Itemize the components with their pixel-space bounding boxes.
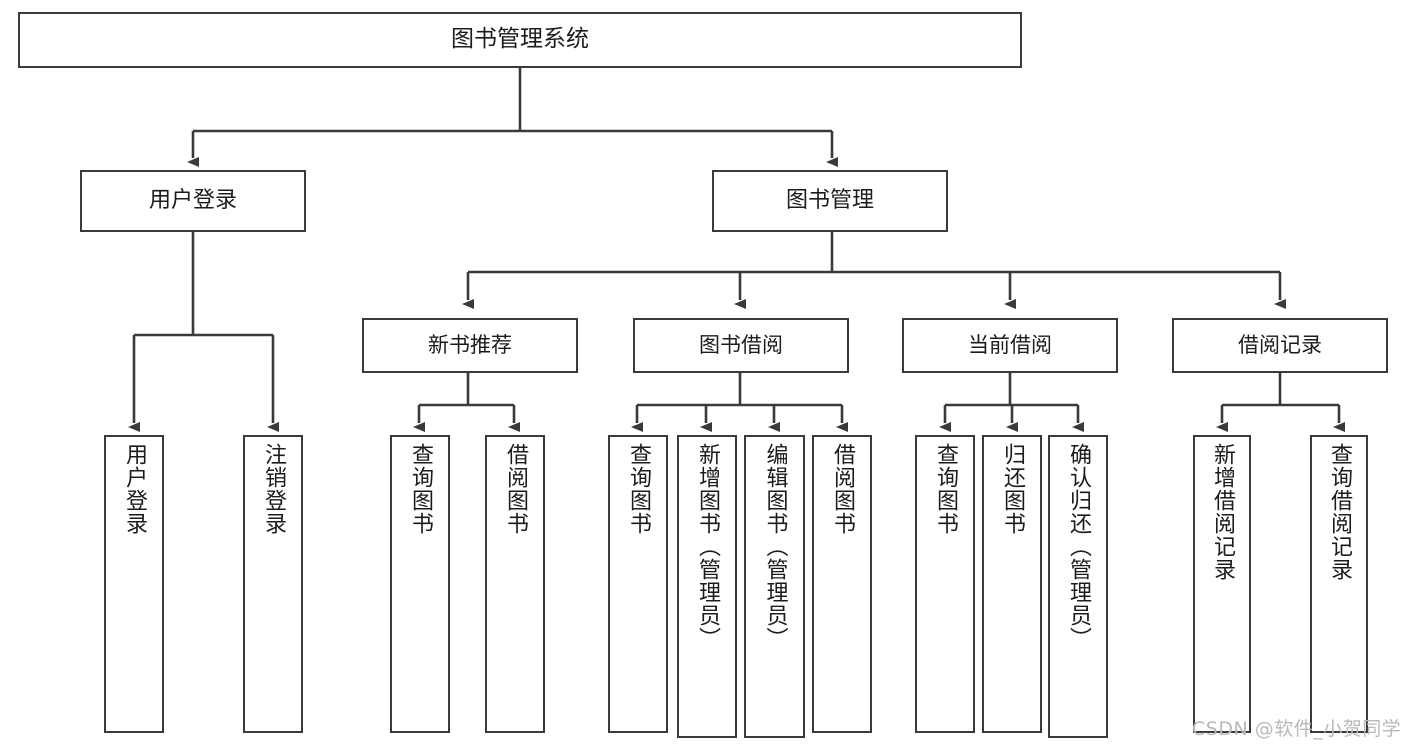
node-leaf-logout-label: 注销登录 <box>261 443 286 535</box>
node-root-system[interactable]: 图书管理系统 <box>18 12 1022 68</box>
node-leaf-query-book-recommend[interactable]: 查询图书 <box>390 435 450 733</box>
node-borrow-record-label: 借阅记录 <box>1238 332 1322 357</box>
node-leaf-query-book-current-label: 查询图书 <box>933 443 958 535</box>
node-leaf-borrow-book-recommend-label: 借阅图书 <box>503 443 528 535</box>
node-leaf-query-book-borrow-label: 查询图书 <box>626 443 651 535</box>
node-leaf-add-borrow-record-label: 新增借阅记录 <box>1210 443 1235 581</box>
node-leaf-logout[interactable]: 注销登录 <box>243 435 303 733</box>
node-leaf-add-book[interactable]: 新增图书（管理员） <box>677 435 737 738</box>
node-leaf-borrow-book-label: 借阅图书 <box>830 443 855 535</box>
node-leaf-return-book-label: 归还图书 <box>1000 443 1025 535</box>
node-leaf-query-book-borrow[interactable]: 查询图书 <box>608 435 668 733</box>
node-new-book-recommend[interactable]: 新书推荐 <box>362 318 578 373</box>
node-leaf-return-book[interactable]: 归还图书 <box>982 435 1042 733</box>
node-leaf-add-borrow-record[interactable]: 新增借阅记录 <box>1193 435 1251 733</box>
node-current-borrow-label: 当前借阅 <box>968 332 1052 357</box>
node-leaf-user-login[interactable]: 用户登录 <box>104 435 164 733</box>
node-book-manage[interactable]: 图书管理 <box>712 170 948 232</box>
node-leaf-edit-book[interactable]: 编辑图书（管理员） <box>744 435 805 738</box>
node-leaf-add-book-label: 新增图书（管理员） <box>695 443 720 650</box>
node-leaf-confirm-return[interactable]: 确认归还（管理员） <box>1048 435 1108 738</box>
node-user-login-label: 用户登录 <box>148 187 237 213</box>
node-leaf-confirm-return-label: 确认归还（管理员） <box>1066 443 1091 650</box>
node-user-login[interactable]: 用户登录 <box>80 170 306 232</box>
node-leaf-query-borrow-record[interactable]: 查询借阅记录 <box>1310 435 1368 733</box>
node-book-borrow[interactable]: 图书借阅 <box>633 318 849 373</box>
node-leaf-query-book-current[interactable]: 查询图书 <box>915 435 975 733</box>
node-leaf-query-book-recommend-label: 查询图书 <box>408 443 433 535</box>
node-borrow-record[interactable]: 借阅记录 <box>1172 318 1388 373</box>
node-current-borrow[interactable]: 当前借阅 <box>902 318 1118 373</box>
node-root-label: 图书管理系统 <box>451 26 589 53</box>
node-new-book-recommend-label: 新书推荐 <box>428 332 512 357</box>
node-leaf-user-login-label: 用户登录 <box>122 443 147 535</box>
node-leaf-query-borrow-record-label: 查询借阅记录 <box>1327 443 1352 581</box>
node-leaf-borrow-book[interactable]: 借阅图书 <box>812 435 872 733</box>
node-book-manage-label: 图书管理 <box>785 187 874 213</box>
node-leaf-edit-book-label: 编辑图书（管理员） <box>762 443 788 650</box>
node-leaf-borrow-book-recommend[interactable]: 借阅图书 <box>485 435 545 733</box>
node-book-borrow-label: 图书借阅 <box>699 332 783 357</box>
